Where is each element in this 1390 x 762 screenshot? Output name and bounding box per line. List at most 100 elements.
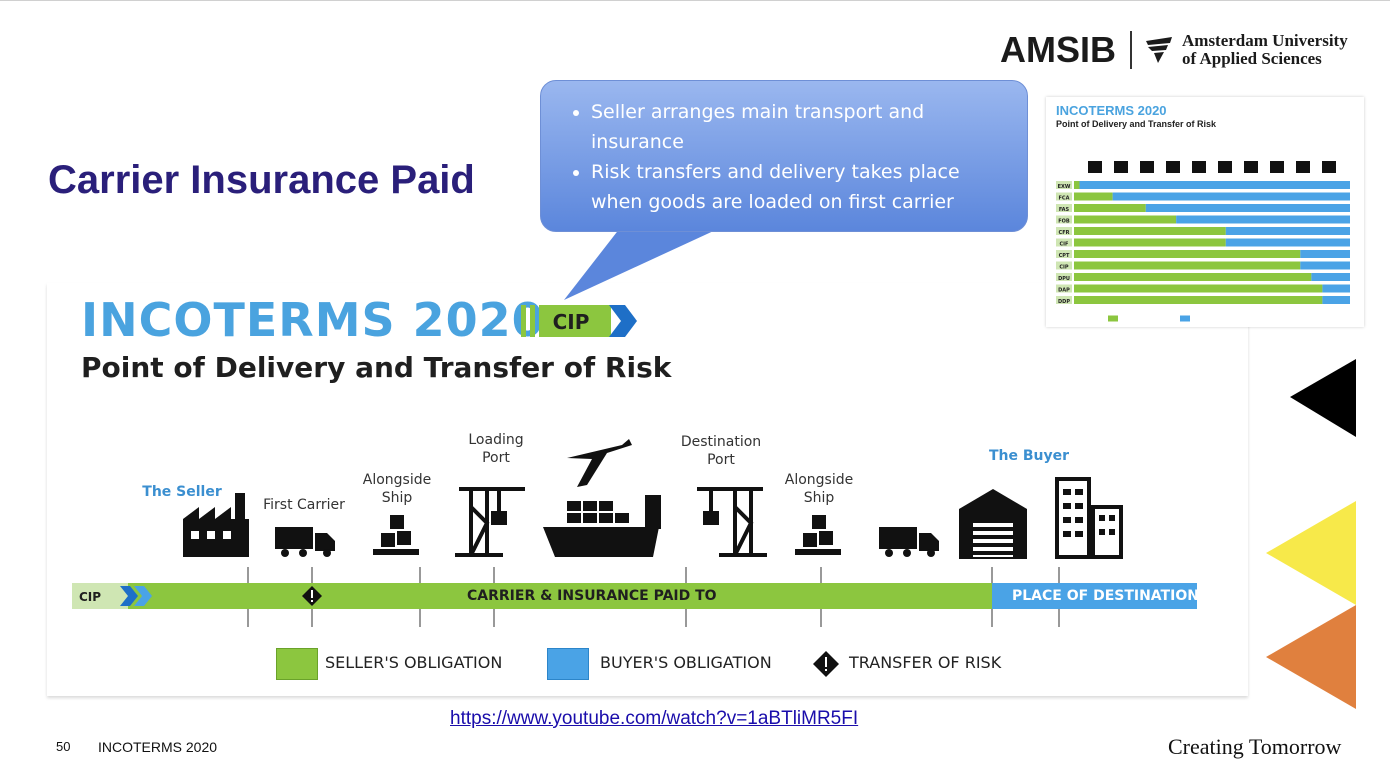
thumbnail-stage-icon (1140, 161, 1154, 173)
thumbnail-legend-swatch (1108, 315, 1118, 322)
thumbnail-stage-icon (1192, 161, 1206, 173)
thumbnail-row-label: DDP (1058, 299, 1070, 305)
destination-crane-icon (697, 487, 767, 557)
thumbnail-stage-icon (1218, 161, 1232, 173)
side-arrows (1266, 359, 1356, 709)
page-number: 50 (56, 739, 71, 754)
label-alongside-ship-2: Alongside Ship (784, 472, 854, 506)
footer-deck-title: INCOTERMS 2020 (98, 739, 218, 755)
thumbnail-row-label: CIP (1059, 265, 1069, 271)
thumbnail-row-code (1056, 296, 1072, 304)
truck-icon (275, 527, 335, 557)
thumbnail-row-label: CPT (1059, 253, 1070, 259)
thumbnail-row-seller-bar (1074, 227, 1226, 235)
side-arrow-orange (1266, 605, 1356, 709)
thumbnail-row-code (1056, 273, 1072, 281)
incoterms-diagram: INCOTERMS 2020 CIP Point of Delivery and… (47, 283, 1248, 696)
university-line-2: of Applied Sciences (1182, 49, 1322, 68)
thumbnail-row-code (1056, 181, 1072, 189)
thumbnail-stage-icon (1322, 161, 1336, 173)
thumbnail-row-seller-bar (1074, 215, 1177, 224)
label-buyer: The Buyer (988, 448, 1070, 464)
thumbnail-row-buyer-bar (1079, 181, 1350, 189)
truck-icon-2 (879, 527, 939, 557)
thumbnail-row-buyer-bar (1112, 192, 1350, 201)
tagline: Creating Tomorrow (1168, 734, 1342, 759)
amsib-logo: AMSIB Amsterdam University of Applied Sc… (1000, 28, 1348, 72)
thumbnail-row-buyer-bar (1176, 215, 1350, 224)
pallet-boxes-icon-2 (795, 515, 841, 555)
thumbnail-row-seller-bar (1074, 181, 1080, 189)
cip-tag: CIP (521, 305, 637, 337)
thumbnail-row-label: FOB (1058, 219, 1070, 225)
thumbnail-row-code (1056, 284, 1072, 293)
diagram-subheading: Point of Delivery and Transfer of Risk (81, 351, 672, 384)
side-arrow-black (1290, 359, 1356, 437)
top-divider (0, 0, 1390, 1)
thumbnail-row-buyer-bar (1145, 204, 1350, 212)
thumbnail-row-code (1056, 215, 1072, 224)
callout-bubble: Seller arranges main transport and insur… (540, 80, 1028, 232)
buyer-obligation-bar (992, 583, 1197, 609)
youtube-link[interactable]: https://www.youtube.com/watch?v=1aBTliMR… (450, 708, 859, 729)
university-name: Amsterdam University of Applied Sciences (1182, 32, 1348, 68)
thumbnail-row-buyer-bar (1300, 250, 1350, 258)
thumbnail-row-seller-bar (1074, 204, 1146, 212)
thumbnail-row-label: DPU (1058, 276, 1070, 282)
logo-text: AMSIB (1000, 29, 1116, 70)
thumbnail-row-label: FAS (1059, 207, 1070, 213)
thumbnail-row-seller-bar (1074, 296, 1323, 304)
legend-seller-swatch (276, 648, 318, 680)
thumbnail-row-code (1056, 238, 1072, 247)
logo-separator (1130, 31, 1132, 69)
slide-title: Carrier Insurance Paid (48, 158, 475, 202)
thumbnail-row-seller-bar (1074, 273, 1312, 281)
thumbnail-row-buyer-bar (1225, 227, 1350, 235)
thumbnail-row-label: DAP (1058, 288, 1070, 294)
thumbnail-row-code (1056, 192, 1072, 201)
thumbnail-row-label: CFR (1059, 230, 1070, 236)
legend-buyer-label: BUYER'S OBLIGATION (600, 653, 772, 672)
thumbnail-stage-icon (1296, 161, 1310, 173)
thumbnail-row-label: FCA (1059, 196, 1070, 202)
thumbnail-rows: EXW FCA FAS FOB CFR CIF CPT CIP DPU DAP DDP (1056, 161, 1350, 322)
thumbnail-row-seller-bar (1074, 250, 1301, 258)
factory-icon (183, 493, 249, 557)
thumbnail-row-buyer-bar (1225, 238, 1350, 247)
label-first-carrier: First Carrier (263, 497, 345, 513)
callout-bullet-1: Seller arranges main transport and insur… (591, 97, 1007, 157)
thumbnail-subheading: Point of Delivery and Transfer of Risk (1056, 119, 1217, 129)
legend-buyer-swatch (547, 648, 589, 680)
thumbnail-row-code (1056, 261, 1072, 270)
seller-obligation-bar (72, 583, 992, 609)
stage-icons (183, 439, 1123, 559)
diagram-heading: INCOTERMS 2020 (81, 293, 545, 347)
legend-seller-label: SELLER'S OBLIGATION (325, 653, 503, 672)
label-loading-port: Loading Port (468, 432, 524, 466)
thumbnail-row-buyer-bar (1300, 261, 1350, 270)
bar-code-label: CIP (79, 590, 101, 604)
thumbnail-row-seller-bar (1074, 238, 1226, 247)
cip-tag-label: CIP (553, 310, 590, 334)
city-buildings-icon (1055, 477, 1123, 559)
thumbnail-stage-icon (1088, 161, 1102, 173)
thumbnail-row-seller-bar (1074, 261, 1301, 270)
thumbnail-row-label: CIF (1060, 242, 1069, 248)
airplane-icon (567, 439, 632, 487)
buyer-bar-text: PLACE OF DESTINATION (1012, 588, 1199, 604)
transfer-of-risk-marker (302, 586, 322, 606)
warehouse-icon (959, 489, 1027, 559)
thumbnail-heading: INCOTERMS 2020 (1056, 103, 1167, 118)
loading-crane-icon (455, 487, 525, 557)
thumbnail-stage-icon (1114, 161, 1128, 173)
thumbnail-row-label: EXW (1058, 184, 1071, 190)
thumbnail-legend-swatch (1180, 315, 1190, 322)
thumbnail-row-buyer-bar (1322, 296, 1350, 304)
callout-bullet-2: Risk transfers and delivery takes place … (591, 157, 1007, 217)
side-arrow-yellow (1266, 501, 1356, 605)
cargo-ship-icon (543, 495, 661, 557)
university-emblem-icon (1146, 37, 1172, 63)
label-alongside-ship-1: Alongside Ship (362, 472, 432, 506)
cip-code-chip: CIP (72, 583, 152, 609)
thumbnail-row-code (1056, 250, 1072, 258)
